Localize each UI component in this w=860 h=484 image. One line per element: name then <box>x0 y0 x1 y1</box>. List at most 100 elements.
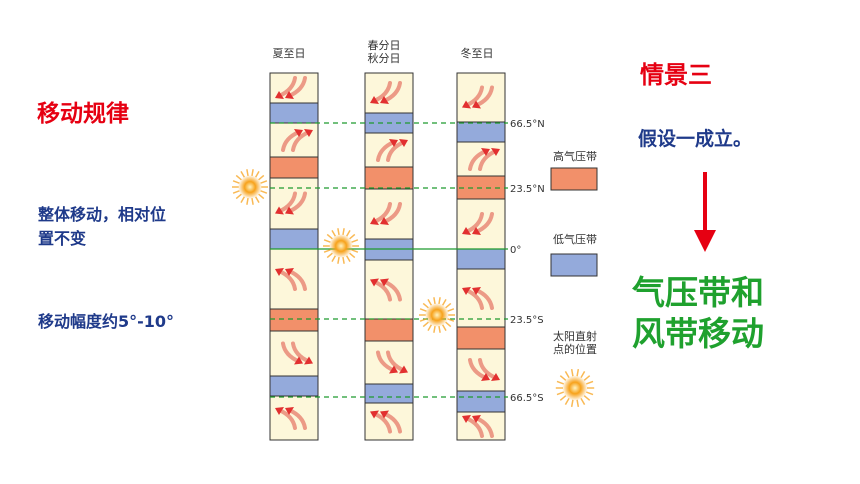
sun-disc <box>425 303 449 327</box>
high-pressure-band <box>269 156 319 179</box>
latitude-label: 66.5°N <box>510 119 545 130</box>
sun-ray <box>422 302 429 309</box>
sun-ray <box>559 375 567 381</box>
sun-icon <box>232 169 268 205</box>
sun-ray <box>246 169 249 177</box>
wind-arrow-head <box>380 410 389 419</box>
wind-arrow-icon <box>462 85 494 109</box>
wind-arrow-head <box>472 415 481 423</box>
wind-arrow-head <box>370 410 379 419</box>
sun-ray <box>232 190 240 194</box>
high-pressure-band <box>364 318 414 342</box>
sun-ray <box>251 197 254 205</box>
sun-ray <box>326 252 333 259</box>
wind-cell <box>364 340 414 385</box>
scenario-title: 情景三 <box>640 61 712 89</box>
wind-arrow-icon <box>462 287 494 310</box>
wind-arrow-head <box>380 96 389 104</box>
wind-arrow-head <box>462 415 471 423</box>
wind-arrow-head <box>294 356 303 365</box>
wind-arrow-head <box>380 217 389 225</box>
sun-ray <box>345 255 351 262</box>
wind-arrow-head <box>275 206 284 215</box>
sun-ray <box>349 233 356 240</box>
wind-arrow-head <box>370 96 379 104</box>
low-pressure-band <box>364 383 414 404</box>
wind-arrow-head <box>285 268 294 276</box>
wind-arrow-head <box>462 287 471 295</box>
sun-ray <box>258 193 265 200</box>
sun-ray <box>337 256 340 264</box>
low-pressure-band <box>269 375 319 397</box>
high-pressure-band <box>456 326 506 350</box>
wind-arrow-head <box>462 100 471 109</box>
result-line: 风带移动 <box>632 314 764 353</box>
sun-ray <box>422 321 429 328</box>
wind-arrow-head <box>304 356 313 365</box>
sun-ray <box>559 395 567 401</box>
wind-cell <box>269 330 319 377</box>
wind-arrow-icon <box>468 358 500 381</box>
wind-cell <box>456 268 506 328</box>
wind-arrow-icon <box>275 76 307 99</box>
wind-arrow-head <box>285 206 294 215</box>
sun-ray <box>260 190 268 194</box>
sun-ray <box>351 249 359 253</box>
wind-arrow-head <box>389 139 398 147</box>
sun-ray <box>570 368 574 377</box>
sun-ray <box>447 318 455 322</box>
sun-icon <box>419 297 455 333</box>
latitude-label: 66.5°S <box>510 393 544 404</box>
wind-arrow-head <box>285 91 294 99</box>
sun-ray <box>345 230 351 237</box>
diagram-column <box>364 72 414 441</box>
sun-ray <box>342 228 345 236</box>
sun-ray <box>331 255 337 262</box>
sun-ray <box>254 171 260 178</box>
wind-cell <box>269 248 319 310</box>
overall-move-description: 整体移动，相对位 置不变 <box>38 203 228 251</box>
wind-arrow-icon <box>370 410 402 434</box>
wind-cell <box>364 132 414 168</box>
sun-ray <box>258 174 265 181</box>
description-line: 整体移动，相对位 <box>38 205 167 224</box>
sun-ray <box>419 308 427 312</box>
wind-cell <box>364 402 414 441</box>
wind-arrow-icon <box>275 407 307 430</box>
wind-arrow-head <box>491 148 500 156</box>
assumption-text: 假设一成立。 <box>638 128 753 150</box>
wind-arrow-head <box>275 91 284 99</box>
sun-ray <box>556 380 564 385</box>
sun-ray <box>556 391 564 396</box>
sun-ray <box>580 398 586 406</box>
sun-ray <box>583 375 591 381</box>
sun-ray <box>246 197 249 205</box>
wind-arrow-head <box>472 287 481 295</box>
wind-arrow-head <box>285 407 294 415</box>
wind-arrow-head <box>491 373 500 381</box>
wind-cell <box>456 141 506 177</box>
sun-ray <box>445 302 452 309</box>
sun-ray <box>576 399 580 408</box>
wind-arrow-icon <box>462 212 494 235</box>
diagram-column <box>269 72 319 441</box>
sun-ray <box>438 325 441 333</box>
result-text: 气压带和 风带移动 <box>632 272 764 354</box>
down-arrow-icon <box>694 172 716 252</box>
legend-sun-label: 点的位置 <box>553 342 597 356</box>
wind-arrow-head <box>472 227 481 235</box>
wind-arrow-head <box>481 373 490 381</box>
sun-ray <box>419 318 427 322</box>
sun-ray <box>427 299 433 306</box>
sun-ray <box>586 391 594 396</box>
low-pressure-band <box>269 102 319 124</box>
wind-arrow-head <box>275 407 284 415</box>
wind-cell <box>269 122 319 158</box>
sun-ray <box>240 196 246 203</box>
diagram-column <box>456 72 506 441</box>
legend-sun-label: 太阳直射 <box>553 329 597 343</box>
wind-cell <box>364 72 414 114</box>
movement-amplitude: 移动幅度约5°-10° <box>38 312 175 331</box>
sun-ray <box>441 324 447 331</box>
sun-ray <box>326 233 333 240</box>
